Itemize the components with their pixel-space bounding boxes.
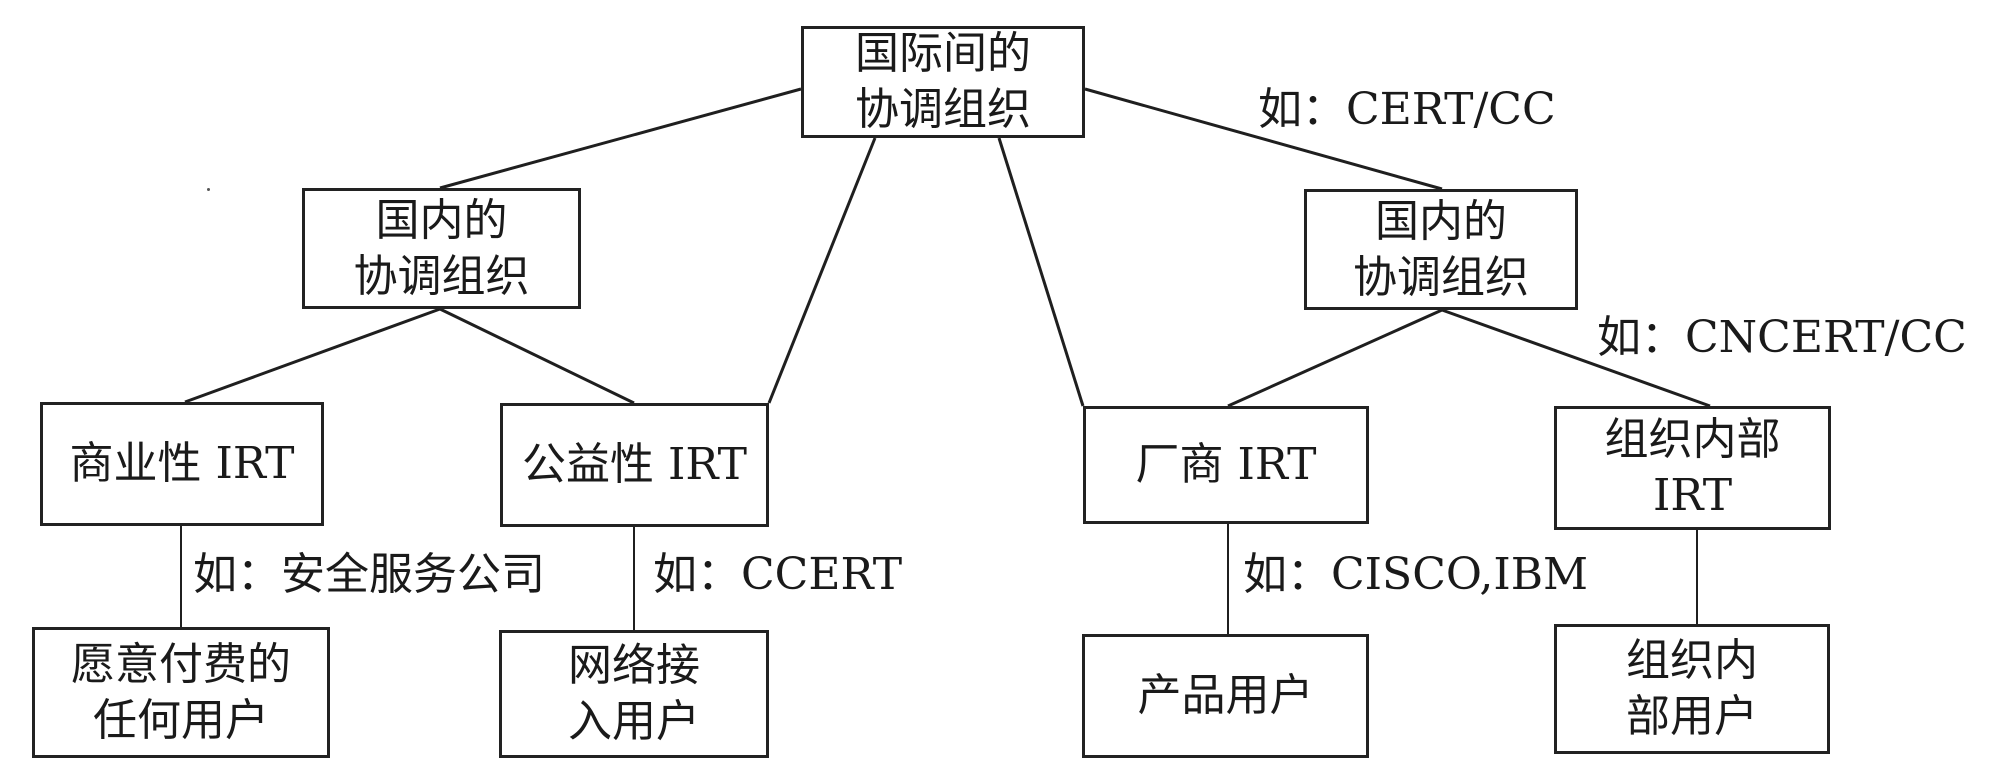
edge-intl-public-irt — [767, 137, 877, 404]
node-text-line1: 厂商 IRT — [1135, 439, 1317, 490]
edge-intl-domestic-left — [439, 87, 802, 190]
node-text-line1: 网络接 — [568, 640, 700, 691]
edge-domestic-right-internal — [1441, 308, 1711, 408]
node-internal-irt: 组织内部 IRT — [1554, 406, 1831, 530]
edge-intl-domestic-right — [1084, 87, 1443, 191]
node-text-line1: 商业性 IRT — [69, 438, 295, 489]
node-text-line2: 协调组织 — [353, 250, 530, 302]
scan-speck — [207, 188, 210, 191]
annotation-cncert-cc: 如：CNCERT/CC — [1597, 312, 1967, 363]
edge-domestic-right-vendor — [1227, 308, 1443, 408]
node-text-line1: 组织内 — [1626, 635, 1758, 686]
annotation-security-service-company: 如：安全服务公司 — [193, 549, 545, 600]
node-text-line1: 组织内部 — [1604, 414, 1781, 465]
node-text-line2: 协调组织 — [855, 84, 1031, 135]
node-paying-users: 愿意付费的 任何用户 — [32, 627, 330, 758]
node-text-line2: IRT — [1652, 470, 1733, 521]
node-network-access-users: 网络接 入用户 — [499, 630, 769, 758]
node-vendor-irt: 厂商 IRT — [1083, 406, 1369, 524]
edge-domestic-left-public — [439, 307, 635, 405]
edge-domestic-left-commercial — [184, 307, 441, 404]
node-text-line1: 国内的 — [375, 194, 508, 246]
node-international-coordination: 国际间的 协调组织 — [801, 26, 1085, 138]
node-domestic-coordination-right: 国内的 协调组织 — [1304, 189, 1578, 310]
node-text-line1: 国内的 — [1375, 195, 1507, 247]
node-commercial-irt: 商业性 IRT — [40, 402, 324, 526]
node-text-line1: 愿意付费的 — [71, 638, 291, 690]
edge-intl-vendor-irt — [997, 137, 1085, 407]
node-public-irt: 公益性 IRT — [500, 403, 769, 527]
node-text-line1: 产品用户 — [1137, 670, 1314, 721]
node-text-line2: 协调组织 — [1353, 251, 1529, 303]
node-domestic-coordination-left: 国内的 协调组织 — [302, 188, 581, 309]
annotation-ccert: 如：CCERT — [653, 549, 903, 600]
node-text-line1: 国际间的 — [855, 28, 1031, 79]
node-text-line2: 入用户 — [568, 696, 700, 747]
node-text-line2: 部用户 — [1626, 691, 1758, 742]
annotation-cisco-ibm: 如：CISCO,IBM — [1243, 549, 1589, 600]
node-product-users: 产品用户 — [1082, 634, 1369, 758]
annotation-cert-cc: 如：CERT/CC — [1258, 84, 1556, 135]
node-text-line1: 公益性 IRT — [521, 439, 748, 490]
node-internal-users: 组织内 部用户 — [1554, 624, 1830, 754]
node-text-line2: 任何用户 — [93, 694, 269, 746]
